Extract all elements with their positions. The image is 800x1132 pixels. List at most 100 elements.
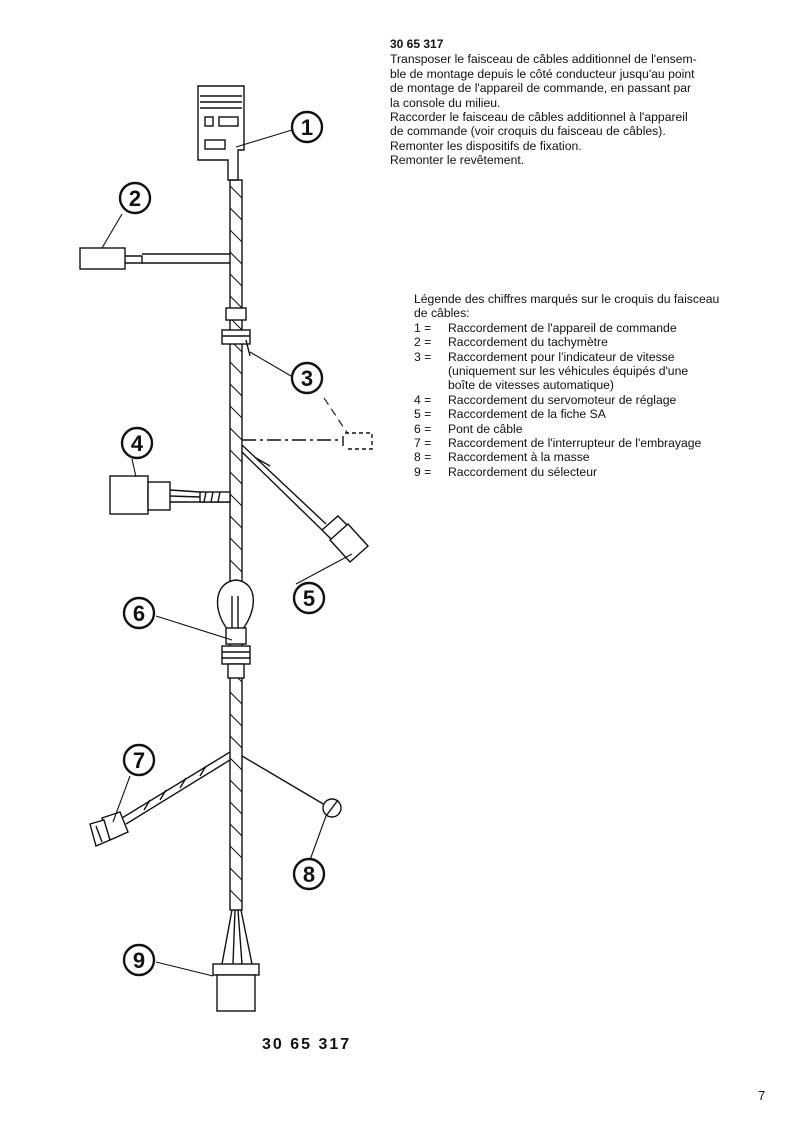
callout-4: 4 — [120, 426, 154, 460]
trunk-wrap-stripe — [230, 361, 242, 375]
instructions-block: 30 65 317 Transposer le faisceau de câbl… — [390, 37, 780, 168]
callout-number: 9 — [133, 948, 145, 973]
trunk-wrap-stripe — [230, 471, 242, 485]
callout-markers: 1 2 3 4 5 6 7 8 9 — [118, 110, 326, 977]
legend-item-2: 2 = Raccordement du tachymètre — [414, 335, 774, 349]
instructions-part-number: 30 65 317 — [390, 37, 444, 51]
legend-number: 3 = — [414, 349, 432, 364]
callout-3: 3 — [290, 361, 324, 395]
legend-item-1: 1 = Raccordement de l'appareil de command… — [414, 321, 774, 335]
trunk-wrap-stripe — [230, 273, 242, 287]
instructions-line: de commande (voir croquis du faisceau de… — [390, 124, 666, 139]
trunk-wrap-stripe — [230, 845, 242, 859]
callout-number: 2 — [129, 186, 141, 211]
legend-number: 7 = — [414, 436, 432, 451]
instructions-line: de montage de l'appareil de commande, en… — [390, 81, 692, 96]
legend-item-3-continuation: (uniquement sur les véhicules équipés d'… — [448, 364, 689, 379]
connector-7-clutch-switch — [89, 751, 231, 847]
callout-number: 8 — [303, 862, 315, 887]
legend-number: 8 = — [414, 450, 432, 465]
callout-2: 2 — [118, 181, 152, 215]
instructions-line: Remonter les dispositifs de fixation. — [390, 138, 582, 153]
callout-9: 9 — [122, 943, 156, 977]
callout-number: 5 — [303, 586, 315, 611]
callout-circle — [122, 943, 156, 977]
trunk-wrap-stripe — [230, 801, 242, 815]
trunk-wrap-stripe — [230, 713, 242, 727]
trunk-wrap-stripe — [230, 779, 242, 793]
legend-item-9: 9 = Raccordement du sélecteur — [414, 465, 774, 479]
legend-block: Légende des chiffres marqués sur le croq… — [414, 292, 774, 479]
legend-text: Raccordement de l'interrupteur de l'embr… — [448, 436, 702, 451]
connector-3-speedometer-optional — [242, 432, 373, 450]
page-number: 7 — [758, 1088, 766, 1103]
trunk-wrap-stripe — [230, 449, 242, 463]
callout-circle — [290, 110, 324, 144]
legend-number: 4 = — [414, 392, 432, 407]
legend-item-3: 3 = Raccordement pour l'indicateur de vit… — [414, 350, 774, 364]
trunk-wrap-stripe — [230, 493, 242, 507]
callout-leaders — [101, 129, 353, 977]
connector-2-tachometer — [79, 247, 230, 270]
callout-5: 5 — [292, 581, 326, 615]
trunk-wrap-stripe — [230, 735, 242, 749]
connector-9-selector — [212, 909, 260, 1012]
legend-number: 9 = — [414, 464, 432, 479]
legend-number: 1 = — [414, 320, 432, 335]
callout-circle — [118, 181, 152, 215]
trunk-wrap-stripe — [230, 185, 242, 199]
instructions-line: Transposer le faisceau de câbles additio… — [390, 52, 697, 67]
legend-item-4: 4 = Raccordement du servomoteur de réglag… — [414, 393, 774, 407]
legend-item-7: 7 = Raccordement de l'interrupteur de l'e… — [414, 436, 774, 450]
connector-8-ground — [241, 755, 342, 818]
trunk-wrap-stripe — [230, 251, 242, 265]
legend-item-3-continuation: boîte de vitesses automatique) — [448, 378, 614, 393]
legend-text: Raccordement de la fiche SA — [448, 407, 606, 422]
trunk-wrap-stripe — [230, 515, 242, 529]
callout-8: 8 — [292, 857, 326, 891]
trunk-wrap-stripe — [230, 383, 242, 397]
connector-5-sa-plug — [241, 444, 369, 563]
trunk-wrap-stripe — [230, 757, 242, 771]
legend-text: Raccordement du tachymètre — [448, 335, 608, 350]
callout-number: 1 — [301, 115, 313, 140]
callout-number: 3 — [301, 366, 313, 391]
trunk-wrap-stripe — [230, 691, 242, 705]
callout-1: 1 — [290, 110, 324, 144]
callout-6: 6 — [122, 596, 156, 630]
trunk-wrap-stripe — [230, 405, 242, 419]
instructions-line: Remonter le revêtement. — [390, 153, 525, 168]
legend-text: Raccordement pour l'indicateur de vitess… — [448, 349, 675, 364]
legend-item-5: 5 =Raccordement de la fiche SA — [414, 407, 774, 421]
legend-text: Raccordement du sélecteur — [448, 464, 598, 479]
callout-7: 7 — [122, 743, 156, 777]
legend-intro: Légende des chiffres marqués sur le croq… — [414, 292, 720, 306]
legend-intro: de câbles: — [414, 306, 470, 321]
callout-number: 7 — [133, 748, 145, 773]
legend-item-8: 8 = Raccordement à la masse — [414, 450, 774, 464]
legend-text: Pont de câble — [448, 421, 523, 436]
legend-text: Raccordement de l'appareil de commande — [448, 320, 677, 335]
trunk-wrap-stripe — [230, 295, 242, 309]
instructions-line: ble de montage depuis le côté conducteur… — [390, 66, 695, 81]
connector-4-servomotor — [109, 475, 231, 515]
trunk-wrap-stripe — [230, 889, 242, 903]
trunk-wrap-stripe — [230, 823, 242, 837]
trunk-wrap-stripe — [230, 559, 242, 573]
callout-circle — [292, 581, 326, 615]
trunk-wrap-stripe — [230, 867, 242, 881]
trunk-wrap-stripe — [230, 537, 242, 551]
legend-text: Raccordement à la masse — [448, 450, 590, 465]
instructions-line: la console du milieu. — [390, 95, 501, 110]
legend-number: 2 = — [414, 335, 432, 350]
harness-clip-upper — [221, 307, 251, 357]
main-harness-trunk — [229, 179, 243, 911]
instructions-line: Raccorder le faisceau de câbles addition… — [390, 110, 688, 125]
callout-circle — [290, 361, 324, 395]
legend-item-6: 6 =Pont de câble — [414, 422, 774, 436]
legend-text: Raccordement du servomoteur de réglage — [448, 392, 677, 407]
callout-number: 6 — [133, 601, 145, 626]
callout-circle — [122, 743, 156, 777]
callout-circle — [120, 426, 154, 460]
